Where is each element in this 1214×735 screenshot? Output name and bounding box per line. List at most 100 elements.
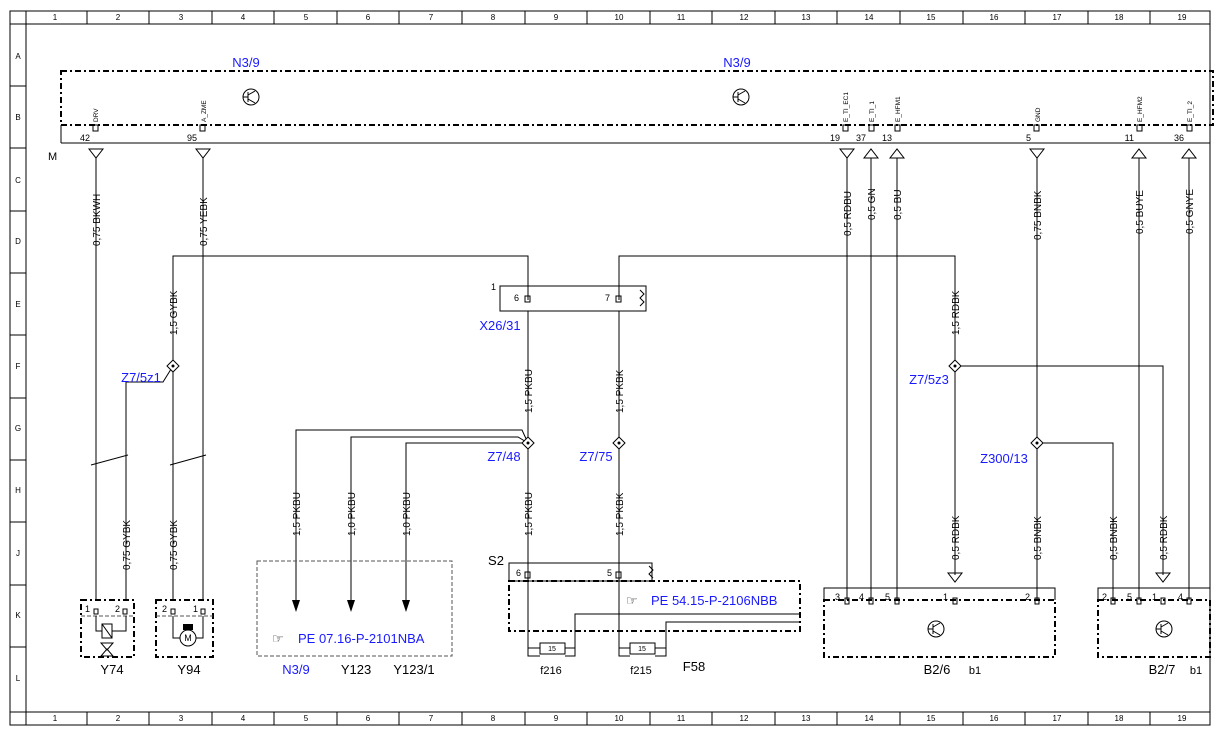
b26-sensor: 3 4 5 1 2 <box>823 572 1056 658</box>
wire-label: 0,5 RDBU <box>843 191 854 236</box>
svg-text:E_TI_1: E_TI_1 <box>869 101 876 122</box>
grid-col: 7 <box>429 714 434 723</box>
z748-label: Z7/48 <box>487 449 520 464</box>
splice-z75z1 <box>166 359 180 373</box>
svg-text:4: 4 <box>859 592 864 602</box>
grid-col: 13 <box>802 13 811 22</box>
n39-pin: 95 A_ZME <box>187 100 208 143</box>
grid-col: 2 <box>116 714 121 723</box>
wire-label: 0,75 GYBK <box>122 520 133 570</box>
pointing-hand-icon: ☞ <box>626 593 638 608</box>
y94-label: Y94 <box>177 662 200 677</box>
grid-col: 19 <box>1178 714 1187 723</box>
grid-row: B <box>15 113 20 122</box>
s2-pin6: 6 <box>516 568 521 578</box>
grid-col: 6 <box>366 714 371 723</box>
fuse-f215: 15 <box>618 642 667 657</box>
wire-label: 1,5 PKBK <box>615 369 626 413</box>
grid-col: 14 <box>865 714 874 723</box>
grid-row: H <box>15 486 21 495</box>
reference-link-2[interactable]: PE 54.15-P-2106NBB <box>651 593 777 608</box>
n39-label-left: N3/9 <box>232 55 259 70</box>
grid-col: 19 <box>1178 13 1187 22</box>
x2631-connector <box>499 285 647 312</box>
fuse-f216: 15 <box>527 642 576 657</box>
svg-text:5: 5 <box>885 592 890 602</box>
wire-label: 1,5 GYBK <box>169 290 180 335</box>
y74-valve: 1 2 <box>80 599 135 658</box>
svg-text:1: 1 <box>85 604 90 614</box>
x2631-pin1: 1 <box>491 282 496 292</box>
transistor-icon <box>242 88 260 106</box>
grid-col: 12 <box>740 714 749 723</box>
svg-text:☞: ☞ <box>626 593 638 608</box>
svg-text:4: 4 <box>1178 592 1183 602</box>
wire-label: 1,0 PKBU <box>347 492 358 536</box>
svg-text:1: 1 <box>943 592 948 602</box>
svg-text:13: 13 <box>882 133 892 143</box>
wire-label: 0,5 BNBK <box>1033 516 1044 560</box>
svg-text:GND: GND <box>1035 107 1042 122</box>
grid-row: F <box>16 362 21 371</box>
grid-row: L <box>16 674 21 683</box>
splice-z775 <box>612 436 626 450</box>
wire-label: 1,5 PKBK <box>615 492 626 536</box>
grid-col: 17 <box>1053 13 1062 22</box>
svg-text:2: 2 <box>162 604 167 614</box>
svg-text:E_TI_2: E_TI_2 <box>1187 101 1194 122</box>
svg-text:5: 5 <box>1026 133 1031 143</box>
wire-label: 0,5 GN <box>867 188 878 220</box>
grid-col: 9 <box>554 13 559 22</box>
svg-text:15: 15 <box>548 646 556 653</box>
grid-col: 2 <box>116 13 121 22</box>
wire-label: 0,5 RDBK <box>951 515 962 560</box>
grid-col: 6 <box>366 13 371 22</box>
grid-row: E <box>15 300 20 309</box>
svg-text:36: 36 <box>1174 133 1184 143</box>
grid-col: 1 <box>53 714 58 723</box>
y94-motor: 2 1 M <box>155 599 214 658</box>
grid-col: 18 <box>1115 714 1124 723</box>
svg-text:3: 3 <box>835 592 840 602</box>
grid-row: G <box>15 424 21 433</box>
grid-col: 7 <box>429 13 434 22</box>
grid-row: A <box>15 52 21 61</box>
wire-label: 0,5 BU <box>893 189 904 220</box>
wire-label: 0,75 BKWH <box>92 194 103 246</box>
svg-text:15: 15 <box>638 646 646 653</box>
grid-col: 11 <box>677 13 686 22</box>
n39-pin: 37 E_TI_1 <box>856 101 876 143</box>
grid-column-labels-top: 1 2 3 4 5 6 7 8 9 10 11 12 13 14 15 16 1… <box>53 13 1187 22</box>
svg-text:E_TI_EC1: E_TI_EC1 <box>843 92 850 122</box>
z75z3-label: Z7/5z3 <box>909 372 949 387</box>
grid-col: 16 <box>990 13 999 22</box>
svg-text:1: 1 <box>1152 592 1157 602</box>
s2-label: S2 <box>488 553 504 568</box>
f58-box <box>508 580 801 632</box>
wire-label: 0,5 RDBK <box>1159 515 1170 560</box>
y1231-label: Y123/1 <box>393 662 434 677</box>
reference-box-1 <box>256 560 453 657</box>
diagram-frame <box>9 10 1211 726</box>
grid-col: 16 <box>990 714 999 723</box>
f215-label: f215 <box>630 665 651 677</box>
svg-text:E_HFM2: E_HFM2 <box>1137 96 1144 122</box>
grid-col: 17 <box>1053 714 1062 723</box>
wire-label: 0,75 BNBK <box>1033 190 1044 240</box>
signal-arrow-icons <box>87 148 1198 159</box>
wire-labels: 0,75 BKWH 0,75 YEBK 0,5 RDBU 0,5 GN 0,5 … <box>92 188 1196 570</box>
wire-label: 1,5 PKBU <box>524 492 535 536</box>
svg-text:1: 1 <box>193 604 198 614</box>
reference-link-1[interactable]: PE 07.16-P-2101NBA <box>298 631 425 646</box>
x2631-pin6: 6 <box>514 293 519 303</box>
grid-col: 3 <box>179 13 184 22</box>
wire-label: 0,75 GYBK <box>169 520 180 570</box>
grid-col: 15 <box>927 714 936 723</box>
x2631-pin7: 7 <box>605 293 610 303</box>
grid-col: 4 <box>241 714 246 723</box>
grid-col: 14 <box>865 13 874 22</box>
pointing-hand-icon: ☞ <box>272 631 284 646</box>
wire-label: 1,5 RDBK <box>951 290 962 335</box>
n39-label-right: N3/9 <box>723 55 750 70</box>
